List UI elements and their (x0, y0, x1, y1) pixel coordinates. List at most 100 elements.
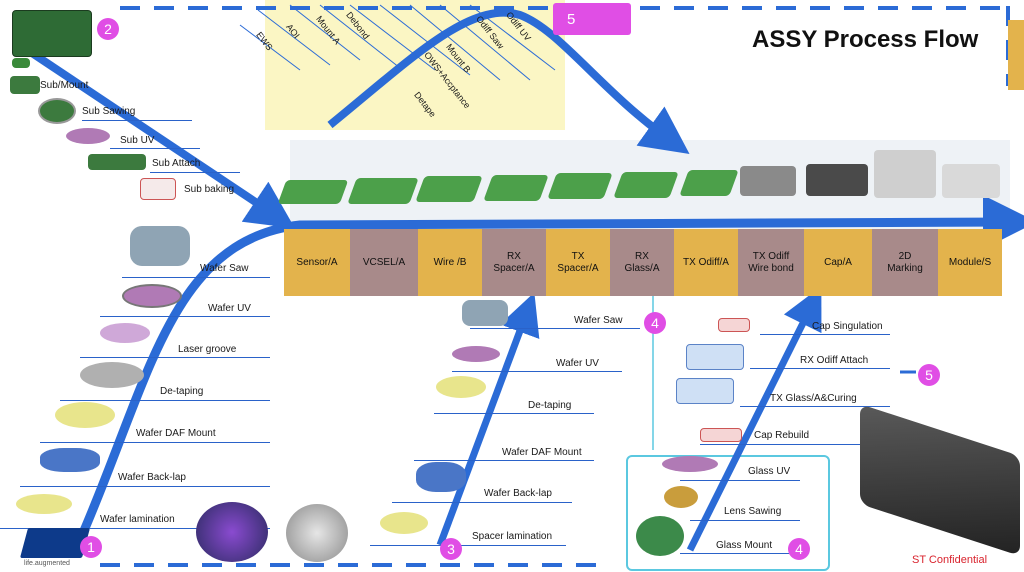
main-step-label: Module/S (948, 256, 992, 268)
cap-step-label: RX Odiff Attach (800, 355, 869, 366)
logo-tagline: life.augmented (24, 560, 70, 567)
cap-step-underline (750, 368, 890, 370)
main-step-sublabel: Spacer/A (493, 262, 535, 274)
spacer-step-underline (452, 371, 622, 373)
back-lap-icon (40, 448, 100, 472)
spacer-step-underline (392, 502, 572, 504)
sub-flow-arrow (17, 41, 295, 229)
wafer-step-underline (40, 442, 270, 444)
badge-4-top: 4 (644, 312, 666, 334)
main-step-label: RX (635, 250, 649, 262)
main-step: Wire /B (418, 229, 482, 296)
badge-5: 5 (918, 364, 940, 386)
wafer-step-underline (60, 400, 270, 402)
module-image (547, 173, 613, 199)
spacer-lamination-icon (380, 512, 428, 534)
main-step-label: TX (571, 250, 585, 262)
spacer-wafer-saw-icon (462, 300, 508, 326)
wafer-uv-icon (122, 284, 182, 308)
spacer-step-underline (470, 328, 640, 330)
sub-step-underline (150, 172, 240, 174)
spacer-step-underline (414, 460, 594, 462)
main-step: Sensor/A (284, 229, 350, 296)
de-taping-icon (80, 362, 144, 388)
module-image (874, 150, 936, 198)
wafer-step-label: Laser groove (178, 344, 237, 355)
sub-step-underline (82, 120, 192, 122)
cap-step-label: Cap Singulation (812, 321, 883, 332)
cap-step-underline (740, 406, 890, 408)
badge-4-bottom: 4 (788, 538, 810, 560)
main-step: Cap/A (804, 229, 872, 296)
spacer-step-label: Wafer Saw (574, 315, 623, 326)
glass-mount-icon (636, 516, 684, 556)
spacer-back-lap-icon (416, 462, 466, 492)
glass-box (626, 455, 830, 571)
module-image (277, 180, 349, 204)
wafer-photo (196, 502, 268, 562)
cap-step-label: Cap Rebuild (754, 430, 810, 441)
sub-attach-icon (88, 154, 146, 170)
module-image (483, 175, 549, 201)
wafer-step-underline (20, 486, 270, 488)
spacer-step-label: Wafer DAF Mount (502, 447, 582, 458)
title-accent-bar (1008, 20, 1024, 90)
glass-step-label: Glass UV (748, 466, 791, 477)
wafer-step-label: Wafer Saw (200, 263, 249, 274)
cap-step-underline (700, 444, 880, 446)
main-flow-arrow (75, 195, 1024, 542)
cap-step-underline (760, 334, 890, 336)
cap-rebuild-icon (700, 428, 742, 442)
confidential-label: ST Confidential (912, 554, 988, 566)
glass-step-label: Glass Mount (716, 540, 773, 551)
sub-uv-icon (66, 128, 110, 144)
main-step-label: TX Odiff (752, 250, 790, 262)
tx-glass-icon (676, 378, 734, 404)
sub-mount-icon (12, 58, 30, 68)
main-step-label: 2D (898, 250, 912, 262)
wafer-step-underline (100, 316, 270, 318)
module-image (942, 164, 1000, 198)
spacer-step-label: Spacer lamination (472, 531, 553, 542)
page-title: ASSY Process Flow (752, 26, 979, 53)
wafer-step-underline (80, 357, 270, 359)
module-image (347, 178, 419, 204)
module-image (415, 176, 483, 202)
wafer-step-label: Wafer DAF Mount (136, 428, 216, 439)
main-step-sublabel: Glass/A (624, 262, 660, 274)
glass-uv-icon (662, 456, 718, 472)
wafer-step-label: Wafer Back-lap (118, 472, 186, 483)
cap-singulation-icon (718, 318, 750, 332)
dashed-border-top-right (640, 6, 1000, 10)
badge-2: 2 (97, 18, 119, 40)
sub-step-label: Sub Attach (152, 158, 201, 169)
spacer-de-taping-icon (436, 376, 486, 398)
lens-sawing-icon (664, 486, 698, 508)
glass-step-underline (680, 480, 800, 482)
main-step-label: VCSEL/A (362, 256, 406, 268)
wafer-saw-icon (130, 226, 190, 266)
rx-odiff-attach-icon (686, 344, 744, 370)
main-step: Module/S (938, 229, 1002, 296)
main-step: TX Odiff/A (674, 229, 738, 296)
badge-1: 1 (80, 536, 102, 558)
yellow-panel (265, 0, 565, 130)
main-step-label: TX Odiff/A (683, 256, 729, 268)
spacer-step-label: De-taping (528, 400, 572, 411)
module-image (613, 172, 679, 198)
cap-step-label: TX Glass/A&Curing (770, 393, 857, 404)
wafer-step-label: De-taping (160, 386, 204, 397)
wafer-photo (286, 504, 348, 562)
glass-step-underline (690, 520, 800, 522)
wafer-step-label: Wafer lamination (100, 514, 175, 525)
module-image (740, 166, 796, 196)
main-step-label: Cap/A (824, 256, 852, 268)
top-flow-arrow (327, 8, 690, 154)
sub-baking-icon (140, 178, 176, 200)
badge-3: 3 (440, 538, 462, 560)
wafer-step-label: Wafer UV (208, 303, 251, 314)
